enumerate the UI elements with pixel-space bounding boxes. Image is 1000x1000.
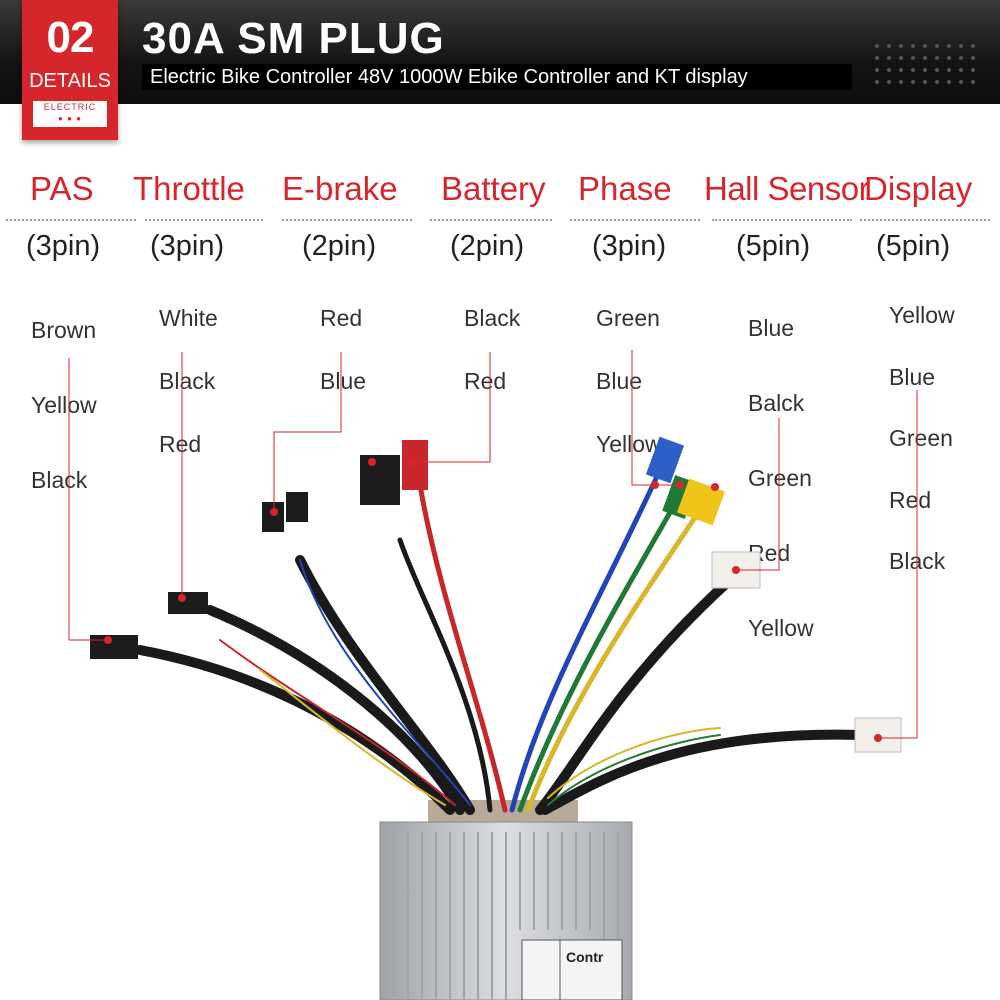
pins-display: (5pin) (876, 230, 951, 262)
wires-battery: Black Red (464, 266, 520, 413)
pins-throttle: (3pin) (150, 230, 225, 262)
badge-dots-icon: ● ● ● (58, 114, 82, 123)
page-subtitle: Electric Bike Controller 48V 1000W Ebike… (142, 64, 852, 90)
wire-label: Blue (889, 363, 936, 390)
pins-hall-sensor: (5pin) (736, 230, 811, 262)
decorative-dots (875, 44, 975, 84)
wire-label: Brown (31, 317, 97, 343)
wire-label: Yellow (31, 392, 97, 418)
display-connector (854, 717, 902, 753)
wire-label: Blue (748, 315, 795, 341)
wires-throttle: White Black Red (159, 266, 218, 476)
wires-phase: Green Blue Yellow (596, 266, 662, 476)
category-ebrake: E-brake (282, 170, 398, 207)
controller-label: Contr (566, 949, 604, 965)
wire-label: Yellow (748, 615, 814, 641)
category-display: Display (864, 170, 973, 207)
header-bar: 30A SM PLUG Electric Bike Controller 48V… (0, 0, 1000, 104)
wire-label: Balck (748, 390, 805, 416)
category-pas: PAS (30, 170, 94, 207)
wire-label: Green (889, 425, 953, 451)
wire-label: Black (31, 467, 88, 493)
wire-label: Black (464, 305, 521, 331)
separator-phase (570, 219, 700, 221)
wire-label: Red (889, 486, 932, 513)
badge-number: 02 (46, 13, 95, 62)
wire-label: Yellow (596, 431, 662, 457)
wire-label: Red (464, 368, 507, 394)
wires-pas: Brown Yellow Black (31, 268, 97, 518)
battery-black-connector (360, 455, 400, 505)
page-title: 30A SM PLUG (142, 14, 445, 63)
pins-battery: (2pin) (450, 230, 525, 262)
pins-ebrake: (2pin) (302, 230, 377, 262)
pins-pas: (3pin) (26, 230, 101, 262)
badge-tag: ELECTRIC (43, 102, 97, 112)
category-throttle: Throttle (133, 170, 245, 207)
separator-battery (430, 219, 552, 221)
wires-display: Yellow Blue Green Red Black (889, 264, 955, 592)
section-badge: 02 DETAILS ELECTRIC ● ● ● (22, 0, 118, 140)
wire-label: Green (748, 465, 812, 491)
wire-label: Blue (320, 368, 367, 394)
wire-label: Black (159, 368, 216, 394)
separator-hall-sensor (712, 219, 852, 221)
wire-label: Yellow (889, 302, 955, 328)
wire-label: White (159, 305, 218, 331)
category-battery: Battery (441, 170, 546, 207)
wire-label: Red (320, 305, 363, 331)
controller-box: Contr (379, 800, 633, 1000)
battery-red-connector (402, 440, 428, 490)
wire-label: Green (596, 305, 660, 331)
pins-phase: (3pin) (592, 230, 667, 262)
category-phase: Phase (578, 170, 672, 207)
badge-tag-box: ELECTRIC ● ● ● (33, 101, 107, 127)
separator-ebrake (282, 219, 412, 221)
badge-label: DETAILS (29, 70, 111, 92)
wire-label: Red (159, 431, 202, 457)
separator-pas (6, 219, 136, 221)
wires-hall-sensor: Blue Balck Green Red Yellow (748, 266, 814, 666)
separator-display (860, 219, 990, 221)
ebrake-connector (262, 492, 308, 532)
category-hall-sensor: Hall Sensor (704, 170, 870, 207)
throttle-connector (168, 592, 208, 614)
phase-blue-connector (645, 436, 685, 484)
separator-throttle (145, 219, 263, 221)
wires-ebrake: Red Blue (320, 266, 366, 413)
wire-label: Blue (596, 368, 643, 394)
pas-connector (90, 635, 138, 659)
